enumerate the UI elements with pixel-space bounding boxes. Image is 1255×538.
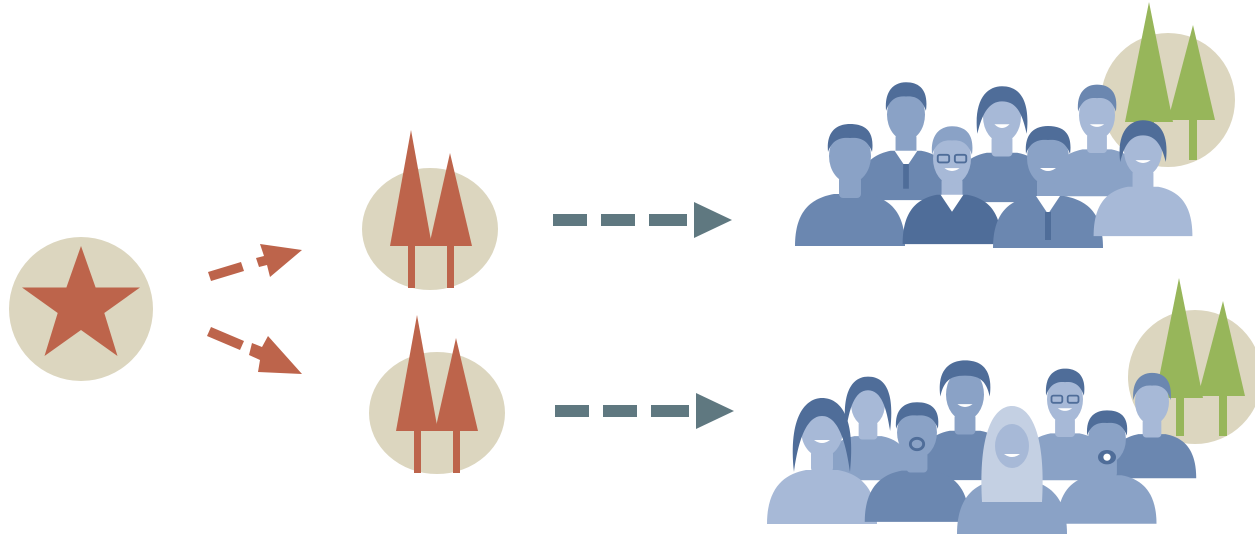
people-crowd-icon	[795, 82, 1193, 248]
person	[767, 398, 877, 524]
dashed-arrow-icon	[207, 327, 302, 374]
person	[1107, 372, 1197, 479]
stage-node-top	[362, 130, 498, 290]
person	[864, 402, 970, 522]
split-arrows	[207, 244, 302, 374]
dashed-arrow-icon	[553, 202, 732, 238]
stage-circle	[362, 168, 498, 290]
person	[902, 126, 1002, 245]
person	[1050, 84, 1144, 197]
person	[1093, 120, 1193, 237]
person	[993, 126, 1103, 248]
person	[952, 86, 1052, 203]
source-node	[9, 237, 153, 381]
stage-node-bottom	[369, 315, 505, 474]
star-icon	[22, 246, 140, 356]
person	[957, 406, 1067, 534]
dashed-arrow-icon	[555, 393, 734, 429]
person	[856, 82, 956, 201]
person	[1057, 410, 1157, 524]
stage-circle	[369, 352, 505, 474]
person	[795, 124, 905, 246]
dashed-arrow-icon	[208, 244, 302, 281]
pine-trees-icon	[1155, 278, 1245, 436]
people-crowd-icon	[767, 360, 1197, 534]
